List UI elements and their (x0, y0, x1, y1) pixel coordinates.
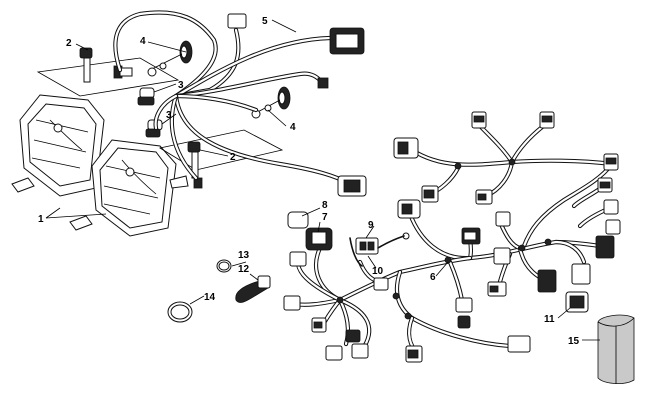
bulb-socket-upper (79, 47, 133, 83)
callout-7: 7 (322, 212, 328, 223)
leader-lines (45, 19, 600, 341)
callout-3-upper: 3 (178, 80, 184, 91)
headlight-assembly (11, 40, 291, 237)
callout-4-upper: 4 (140, 36, 146, 47)
shield-sleeve-15 (597, 314, 635, 384)
callout-11: 11 (544, 314, 555, 325)
relay-part-9-10 (349, 232, 410, 267)
callout-6: 6 (430, 272, 436, 283)
callout-labels: 1 2 2 3 3 4 4 5 6 7 8 9 10 11 12 13 14 1… (38, 16, 580, 347)
callout-3-lower: 3 (166, 110, 172, 121)
sleeve-12 (235, 275, 271, 303)
adjuster-knob-lower (251, 86, 291, 119)
grommet-upper (137, 87, 155, 106)
headlight-left (11, 94, 105, 197)
clamp-ring-14 (167, 301, 193, 323)
callout-4-lower: 4 (290, 122, 296, 133)
main-harness (283, 111, 621, 363)
harness-connectors (283, 111, 621, 363)
callout-15: 15 (568, 336, 580, 347)
relay-11 (565, 291, 589, 313)
connector-part-7-8 (287, 211, 333, 251)
headlight-right (69, 139, 189, 237)
callout-2-lower: 2 (230, 152, 236, 163)
headlight-harness (113, 10, 367, 197)
bulb-socket-lower (187, 141, 203, 189)
callout-13: 13 (238, 250, 250, 261)
callout-5: 5 (262, 16, 268, 27)
callout-8: 8 (322, 200, 328, 211)
callout-9: 9 (368, 220, 374, 231)
callout-12: 12 (238, 264, 250, 275)
adjuster-knob-upper (147, 40, 193, 77)
callout-2-upper: 2 (66, 38, 72, 49)
ring-clamp-13 (216, 259, 232, 273)
callout-14: 14 (204, 292, 216, 303)
callout-10: 10 (372, 266, 384, 277)
callout-1: 1 (38, 214, 44, 225)
